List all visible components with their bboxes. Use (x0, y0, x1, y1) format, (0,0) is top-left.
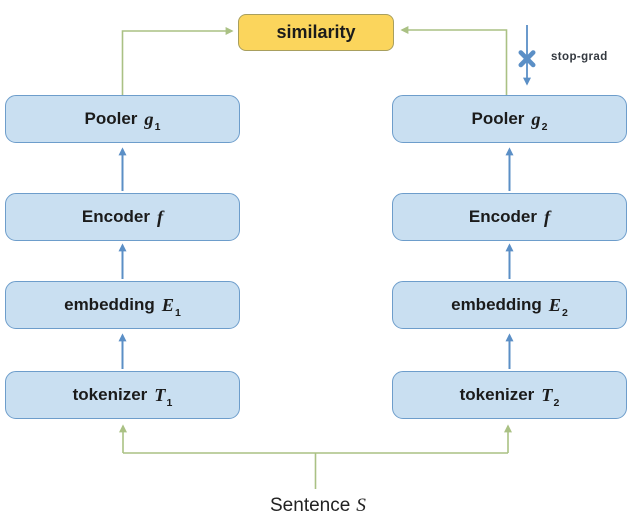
sentence-symbol: S (356, 495, 366, 516)
embedding-e2-subscript: 2 (562, 307, 568, 319)
embedding-e2-symbol: E (548, 294, 562, 315)
stop-grad-label: stop-grad (551, 51, 608, 63)
pooler-g1-subscript: 1 (154, 121, 161, 133)
sentence-word: Sentence (270, 495, 351, 516)
pooler-g1-symbol: g (144, 108, 154, 129)
encoder-f-left-box: Encoder f (5, 193, 240, 241)
pooler-g2-subscript: 2 (541, 121, 548, 133)
pooler-g1-label: Pooler (84, 109, 138, 128)
encoder-f-right-symbol: f (543, 206, 551, 227)
encoder-f-left-symbol: f (156, 206, 164, 227)
tokenizer-t1-label: tokenizer (72, 385, 148, 404)
tokenizer-t2-label: tokenizer (459, 385, 535, 404)
tokenizer-t1-subscript: 1 (166, 397, 173, 409)
stop-grad-x-icon (518, 50, 536, 68)
similarity-box: similarity (238, 14, 394, 51)
tokenizer-t2-subscript: 2 (553, 397, 560, 409)
encoder-f-right-box: Encoder f (392, 193, 627, 241)
encoder-f-left-label: Encoder (81, 207, 150, 226)
tokenizer-t2-symbol: T (541, 384, 553, 405)
sentence-split-connector (123, 452, 508, 489)
encoder-f-right-label: Encoder (468, 207, 537, 226)
pooler-g2-label: Pooler (471, 109, 525, 128)
similarity-label: similarity (276, 22, 356, 42)
tokenizer-t1-symbol: T (154, 384, 166, 405)
embedding-e1-symbol: E (161, 294, 175, 315)
pooler2-to-similarity-connector (400, 26, 508, 95)
pooler1-to-similarity-connector (121, 27, 234, 95)
embedding-e2-label: embedding (451, 295, 542, 314)
embedding-e1-label: embedding (64, 295, 155, 314)
embedding-e1-subscript: 1 (175, 307, 181, 319)
pooler-g2-symbol: g (531, 108, 541, 129)
